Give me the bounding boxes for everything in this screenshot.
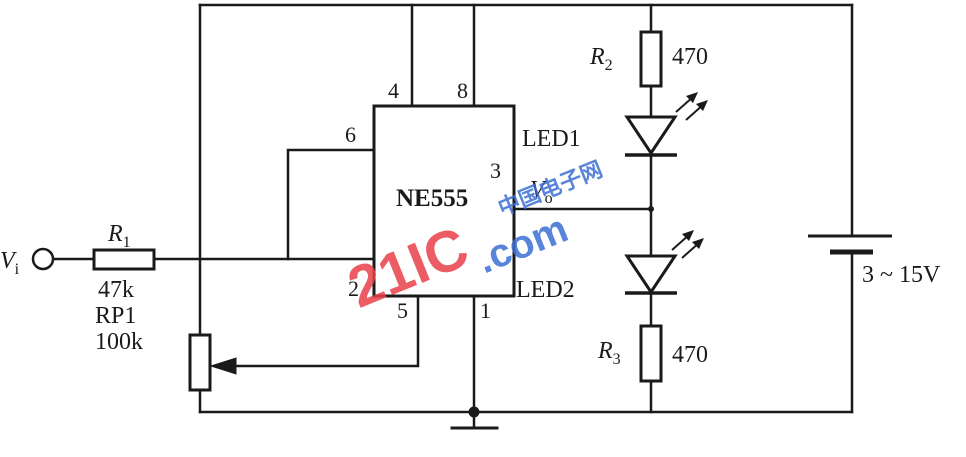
pin-3-label: 3 [490,158,501,183]
ne555-chip [372,104,516,298]
pin-8-label: 8 [457,78,468,103]
wires [51,3,854,430]
chip-name: NE555 [396,185,468,212]
rp1-potentiometer [188,333,212,392]
input-terminal [31,247,55,271]
led2-diode [624,230,704,295]
pin-4-label: 4 [388,78,399,103]
rp1-wiper-arrow [209,357,237,375]
input-label: Vi [0,248,20,278]
pin6-wire [286,148,376,261]
output-label: Vo [530,177,553,207]
r2-resistor [639,30,663,88]
led1-diode [624,92,708,157]
pin-6-label: 6 [345,122,356,147]
ground-junction-dot [468,406,480,418]
battery-symbol [808,234,892,255]
pin5-wire [233,294,420,368]
r2-value: 470 [672,44,708,70]
r1-name: R1 [107,221,131,251]
pin-5-label: 5 [397,298,408,323]
led2-name: LED2 [516,277,575,303]
rp1-value: 100k [95,329,143,355]
r1-resistor [92,248,156,271]
output-junction-dot [648,206,654,212]
led1-name: LED1 [522,126,581,152]
rp1-name: RP1 [95,303,136,329]
pin-2-label: 2 [348,276,359,301]
r3-name: R3 [597,338,621,368]
pin-1-label: 1 [480,298,491,323]
r2-name: R2 [589,44,613,74]
r3-resistor [639,324,663,383]
r3-value: 470 [672,342,708,368]
battery-voltage: 3 ~ 15V [862,262,941,288]
r1-value: 47k [98,277,134,303]
